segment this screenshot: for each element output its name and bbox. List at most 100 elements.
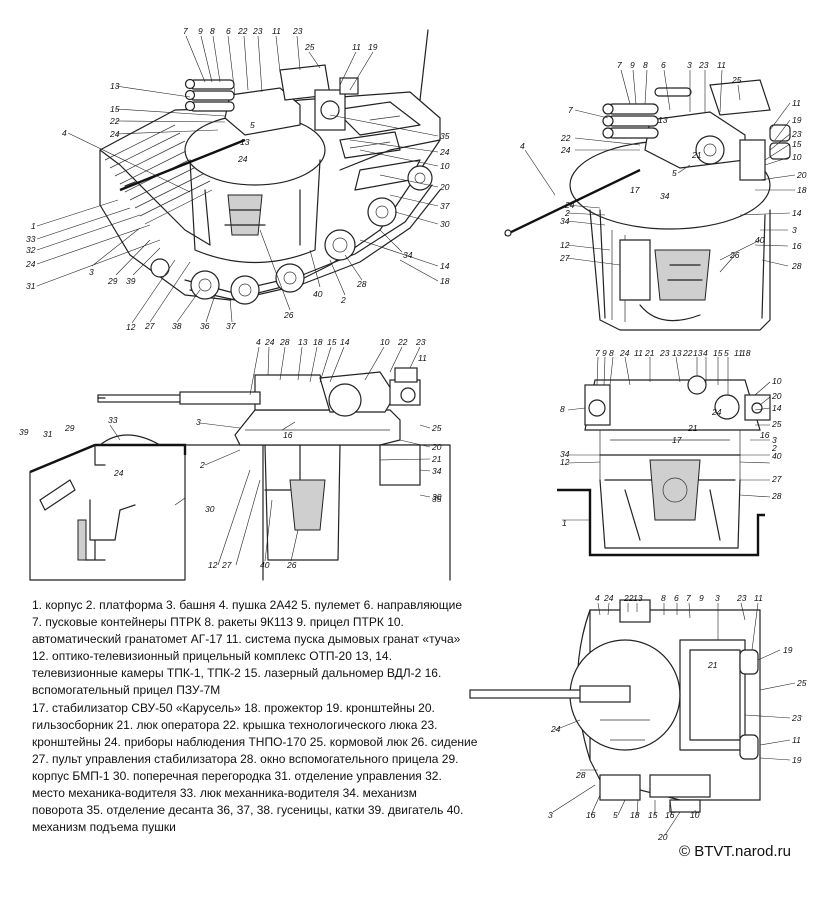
atgm-tubes-turret: [602, 87, 692, 139]
callout: 35: [440, 131, 450, 141]
callout: 20: [431, 442, 442, 452]
callout: 11: [272, 26, 281, 36]
callout: 20: [771, 391, 782, 401]
legend-line: 17. стабилизатор СВУ-50 «Карусель» 18. п…: [32, 700, 435, 715]
callout: 15: [792, 139, 802, 149]
callout: 24: [237, 154, 248, 164]
turret-isometric-view: [504, 69, 796, 331]
callout: 16: [586, 810, 596, 820]
legend-line: 1. корпус 2. платформа 3. башня 4. пушка…: [32, 598, 462, 612]
callout: 28: [771, 491, 782, 501]
side-section-view: [29, 346, 451, 581]
callout: 24: [619, 348, 630, 358]
callout: 14: [440, 261, 450, 271]
callout: 3: [715, 593, 720, 603]
callout: 11: [634, 348, 643, 358]
callout: 21: [431, 454, 442, 464]
callout: 7: [183, 26, 188, 36]
callout: 11: [418, 353, 427, 363]
callout: 30: [205, 504, 215, 514]
callout: 33: [26, 234, 36, 244]
callout: 24: [603, 593, 614, 603]
callout: 13: [110, 81, 120, 91]
callout: 2: [199, 460, 205, 470]
callout: 7: [617, 60, 622, 70]
callout-numbers-front: 7 9 8 24 11 21 23 13 22 13 4 15 5 11 18 …: [560, 348, 782, 528]
legend-line: поворота 35. отделение десанта 36, 37, 3…: [32, 803, 464, 818]
callout: 40: [755, 235, 765, 245]
callout: 4: [62, 128, 67, 138]
callout: 12: [560, 457, 570, 467]
callout: 2: [340, 295, 346, 305]
callout: 31: [26, 281, 36, 291]
callout: 10: [380, 337, 390, 347]
callout: 11: [352, 42, 361, 52]
callout: 1: [31, 221, 36, 231]
legend-line: кронштейны 24. приборы наблюдения ТНПО-1…: [32, 734, 478, 749]
parts-legend: 1. корпус 2. платформа 3. башня 4. пушка…: [32, 597, 537, 836]
legend-line: вспомогательный прицел ПЗУ-7М: [32, 683, 221, 698]
callout: 16: [283, 430, 293, 440]
callout: 17: [630, 185, 640, 195]
callout: 11: [717, 60, 726, 70]
callout: 4: [595, 593, 600, 603]
callout: 13: [240, 137, 250, 147]
callout: 18: [741, 348, 751, 358]
callout: 9: [630, 60, 635, 70]
callout: 4: [520, 141, 525, 151]
callout: 22: [682, 348, 693, 358]
callout: 40: [772, 451, 782, 461]
callout: 12: [126, 322, 136, 332]
callout: 11: [792, 98, 801, 108]
callout: 9: [198, 26, 203, 36]
callout: 30: [440, 219, 450, 229]
callout: 21: [687, 423, 698, 433]
callout: 2: [564, 208, 570, 218]
callout: 6: [226, 26, 231, 36]
callout: 27: [144, 321, 155, 331]
callout: 39: [126, 276, 136, 286]
callout: 16: [665, 810, 675, 820]
callout: 17: [672, 435, 682, 445]
callout-numbers-top: 4 24 22 13 8 6 7 9 3 23 11 19 25 21 23 2…: [548, 593, 807, 842]
callout: 38: [172, 321, 182, 331]
callout: 6: [674, 593, 679, 603]
callout: 4: [256, 337, 261, 347]
callout-numbers-isometric: 7 9 8 6 22 23 11 23 25 11 19 13 15 22 24…: [25, 26, 450, 332]
callout: 2: [771, 443, 777, 453]
callout: 3: [792, 225, 797, 235]
callout: 25: [431, 423, 442, 433]
callout: 28: [575, 770, 586, 780]
callout: 8: [609, 348, 614, 358]
top-plan-view: [469, 599, 796, 836]
callout: 6: [661, 60, 666, 70]
callout: 20: [439, 182, 450, 192]
callout: 37: [226, 321, 236, 331]
callout: 13: [672, 348, 682, 358]
callout: 31: [43, 429, 53, 439]
callout: 22: [623, 593, 634, 603]
callout: 20: [657, 832, 668, 842]
callout: 10: [440, 161, 450, 171]
callout: 14: [792, 208, 802, 218]
callout: 7: [568, 105, 573, 115]
callout: 13: [658, 115, 668, 125]
callout: 23: [791, 713, 802, 723]
callout: 35: [432, 494, 442, 504]
callout: 25: [796, 678, 807, 688]
callout: 19: [792, 115, 802, 125]
callout: 37: [440, 201, 450, 211]
callout: 18: [313, 337, 323, 347]
callout: 8: [661, 593, 666, 603]
callout: 13: [298, 337, 308, 347]
legend-line: 27. пульт управления стабилизатора 28. о…: [32, 751, 459, 766]
callout: 11: [734, 348, 743, 358]
callout: 23: [292, 26, 303, 36]
callout: 22: [560, 133, 571, 143]
callout: 24: [109, 129, 120, 139]
callout: 10: [690, 810, 700, 820]
callout: 23: [252, 26, 263, 36]
callout: 15: [110, 104, 120, 114]
callout: 28: [791, 261, 802, 271]
callout-numbers-turret: 7 9 8 6 3 23 11 25 7 11 19 13 23 15 10 2…: [520, 60, 807, 271]
